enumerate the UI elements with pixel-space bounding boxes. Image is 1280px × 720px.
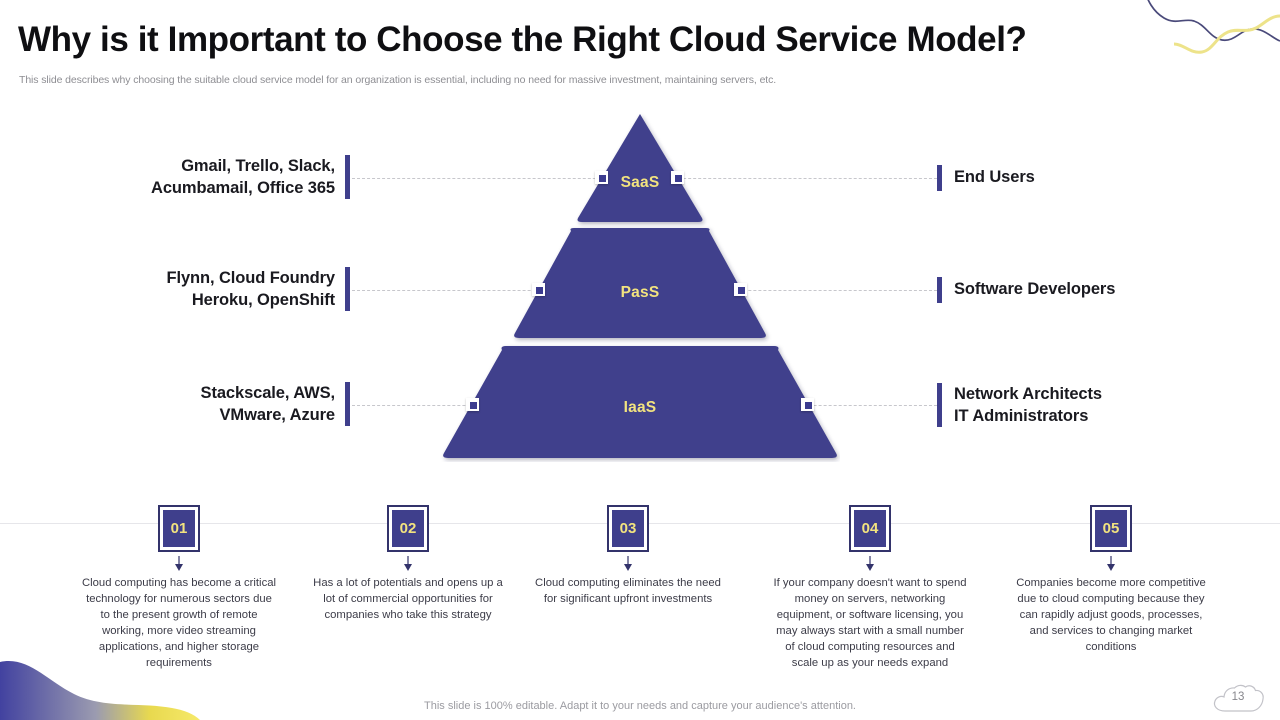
marker-saas-left bbox=[595, 171, 608, 184]
pyramid-layer-saas bbox=[577, 114, 703, 222]
left-label-iaas-line1: Stackscale, AWS, bbox=[200, 384, 336, 402]
accent-bar-left-saas bbox=[345, 155, 350, 199]
left-label-paas-line2: Heroku, OpenShift bbox=[191, 291, 335, 309]
left-label-saas-line1: Gmail, Trello, Slack, bbox=[181, 157, 335, 175]
accent-bar-right-paas bbox=[937, 277, 942, 303]
point-column-3: 03 Cloud computing eliminates the need f… bbox=[523, 505, 733, 607]
point-badge-3-number: 03 bbox=[612, 510, 644, 547]
point-text-5: Companies become more competitive due to… bbox=[1016, 577, 1206, 653]
right-label-saas-line1: End Users bbox=[954, 168, 1035, 186]
left-label-iaas: Stackscale, AWS, VMware, Azure bbox=[45, 382, 336, 426]
cloud-icon bbox=[1213, 684, 1264, 712]
cloud-service-pyramid: SaaS PasS IaaS bbox=[440, 112, 840, 462]
marker-saas-right bbox=[671, 171, 684, 184]
pyramid-shapes bbox=[443, 114, 837, 458]
left-label-saas: Gmail, Trello, Slack, Acumbamail, Office… bbox=[45, 155, 335, 199]
accent-bar-right-iaas bbox=[937, 383, 942, 427]
page-number: 13 bbox=[1231, 691, 1245, 703]
pyramid-layer-iaas bbox=[443, 346, 837, 458]
point-text-3: Cloud computing eliminates the need for … bbox=[535, 577, 721, 605]
point-badge-4[interactable]: 04 bbox=[849, 505, 891, 552]
point-arrow-3 bbox=[523, 554, 733, 572]
point-arrow-1 bbox=[74, 554, 284, 572]
accent-bar-right-saas bbox=[937, 165, 942, 191]
point-text-2: Has a lot of potentials and opens up a l… bbox=[313, 577, 503, 621]
point-badge-5-number: 05 bbox=[1095, 510, 1127, 547]
right-label-paas-line1: Software Developers bbox=[954, 280, 1116, 298]
marker-iaas-right bbox=[801, 398, 814, 411]
point-badge-1-number: 01 bbox=[163, 510, 195, 547]
point-badge-4-number: 04 bbox=[854, 510, 886, 547]
left-label-saas-line2: Acumbamail, Office 365 bbox=[151, 179, 335, 197]
accent-bar-left-paas bbox=[345, 267, 350, 311]
point-column-4: 04 If your company doesn't want to spend… bbox=[765, 505, 975, 671]
right-label-paas: Software Developers bbox=[954, 278, 1254, 300]
point-badge-2[interactable]: 02 bbox=[387, 505, 429, 552]
left-label-paas: Flynn, Cloud Foundry Heroku, OpenShift bbox=[45, 267, 336, 311]
page-title: Why is it Important to Choose the Right … bbox=[18, 20, 1027, 59]
pyramid-label-paas: PasS bbox=[620, 284, 660, 301]
marker-paas-right bbox=[734, 283, 747, 296]
point-column-5: 05 Companies become more competitive due… bbox=[1006, 505, 1216, 655]
point-arrow-5 bbox=[1006, 554, 1216, 572]
left-label-iaas-line2: VMware, Azure bbox=[219, 406, 336, 424]
point-badge-2-number: 02 bbox=[392, 510, 424, 547]
right-label-iaas-line1: Network Architects bbox=[954, 385, 1102, 403]
point-column-2: 02 Has a lot of potentials and opens up … bbox=[303, 505, 513, 623]
point-text-4: If your company doesn't want to spend mo… bbox=[773, 577, 967, 669]
right-label-iaas-line2: IT Administrators bbox=[954, 407, 1089, 425]
point-column-1: 01 Cloud computing has become a critical… bbox=[74, 505, 284, 671]
accent-bar-left-iaas bbox=[345, 382, 350, 426]
left-label-paas-line1: Flynn, Cloud Foundry bbox=[166, 269, 336, 287]
point-badge-1[interactable]: 01 bbox=[158, 505, 200, 552]
footer-note: This slide is 100% editable. Adapt it to… bbox=[424, 700, 856, 712]
right-label-saas: End Users bbox=[954, 166, 1254, 188]
marker-iaas-left bbox=[466, 398, 479, 411]
page-subtitle: This slide describes why choosing the su… bbox=[19, 74, 777, 86]
pyramid-label-saas: SaaS bbox=[620, 174, 660, 191]
point-arrow-2 bbox=[303, 554, 513, 572]
point-badge-3[interactable]: 03 bbox=[607, 505, 649, 552]
pyramid-layer-paas bbox=[514, 228, 766, 338]
right-label-iaas: Network Architects IT Administrators bbox=[954, 383, 1254, 427]
marker-paas-left bbox=[532, 283, 545, 296]
point-badge-5[interactable]: 05 bbox=[1090, 505, 1132, 552]
point-text-1: Cloud computing has become a critical te… bbox=[81, 577, 277, 669]
point-arrow-4 bbox=[765, 554, 975, 572]
pyramid-label-iaas: IaaS bbox=[623, 399, 657, 416]
